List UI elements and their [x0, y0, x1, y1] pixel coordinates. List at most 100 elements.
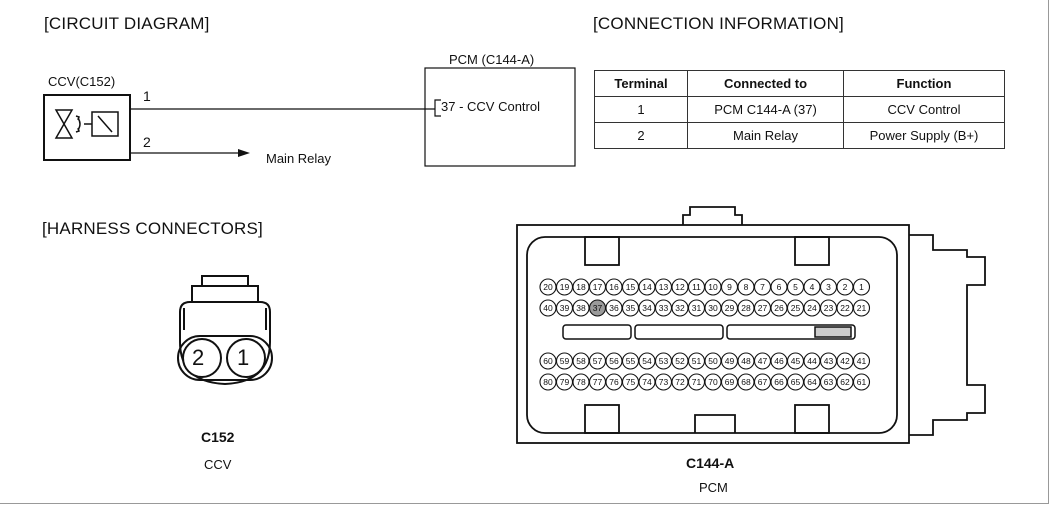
c144a-pin-label: 60	[543, 356, 553, 366]
table-cell: PCM C144-A (37)	[687, 96, 844, 123]
pcm-terminal-bracket	[434, 99, 441, 117]
c144a-pin	[852, 278, 871, 296]
c144a-pin-label: 6	[777, 282, 782, 292]
c144a-pin-label: 38	[576, 303, 586, 313]
c144a-pin-label: 47	[758, 356, 768, 366]
c144a-center-slots	[562, 324, 856, 340]
c152-desc: CCV	[204, 457, 232, 472]
c144a-desc: PCM	[699, 480, 728, 495]
c144a-pin-label: 63	[824, 377, 834, 387]
c144a-pin	[852, 352, 871, 370]
c144a-pin-label: 40	[543, 303, 553, 313]
c144a-pin-label: 69	[725, 377, 735, 387]
c144a-pin-label: 68	[741, 377, 751, 387]
c144a-pin-label: 74	[642, 377, 652, 387]
c144a-pin-label: 4	[810, 282, 815, 292]
c144a-pin-label: 34	[642, 303, 652, 313]
c144a-pin-label: 1	[859, 282, 864, 292]
c144a-pin-label: 39	[560, 303, 570, 313]
pcm-label: PCM (C144-A)	[449, 52, 535, 67]
c144a-pin-label: 78	[576, 377, 586, 387]
c144a-pin-label: 26	[774, 303, 784, 313]
c144a-pin-label: 54	[642, 356, 652, 366]
c144a-pin	[852, 299, 871, 317]
c144a-pin-label: 50	[708, 356, 718, 366]
c144a-pin-label: 18	[576, 282, 586, 292]
ccv-label: CCV(C152)	[48, 74, 116, 89]
c152-name: C152	[201, 429, 235, 445]
c144a-pin-label: 52	[675, 356, 685, 366]
c144a-pin-label: 79	[560, 377, 570, 387]
c144a-pin-label: 43	[824, 356, 834, 366]
table-cell: 1	[594, 96, 688, 123]
c144a-pin-label: 80	[543, 377, 553, 387]
c144a-pin-label: 10	[708, 282, 718, 292]
c144a-pin-label: 27	[758, 303, 768, 313]
c144a-pin	[852, 373, 871, 391]
c144a-pin-label: 31	[692, 303, 702, 313]
c144a-pin-label: 65	[791, 377, 801, 387]
c144a-pin-label: 9	[727, 282, 732, 292]
c144a-pin-label: 77	[593, 377, 603, 387]
c144a-pin-label: 53	[659, 356, 669, 366]
c144a-pin-label: 42	[840, 356, 850, 366]
c144a-pin-label: 5	[793, 282, 798, 292]
c144a-pin-label: 70	[708, 377, 718, 387]
c144a-pin-label: 22	[840, 303, 850, 313]
c144a-pin-label: 67	[758, 377, 768, 387]
c144a-pin-label: 20	[543, 282, 553, 292]
pin1-label: 1	[143, 88, 151, 104]
c144a-pin-label: 29	[725, 303, 735, 313]
header-connected-to: Connected to	[687, 70, 844, 97]
table-header-row: Terminal Connected to Function	[594, 70, 1005, 97]
table-cell: Main Relay	[687, 122, 844, 149]
c152-pin-2-label: 2	[192, 345, 205, 370]
c144a-pin-label: 45	[791, 356, 801, 366]
c144a-pin-label: 30	[708, 303, 718, 313]
c144a-pin-label: 66	[774, 377, 784, 387]
c144a-pin-label: 7	[760, 282, 765, 292]
c144a-pin-label: 16	[609, 282, 619, 292]
c144a-pin-label: 23	[824, 303, 834, 313]
main-relay-label: Main Relay	[266, 151, 332, 166]
c144a-pin-label: 25	[791, 303, 801, 313]
table-row: 1 PCM C144-A (37) CCV Control	[594, 96, 1005, 123]
c144a-pin-label: 51	[692, 356, 702, 366]
c144a-pin-label: 35	[626, 303, 636, 313]
c144a-pin-label: 57	[593, 356, 603, 366]
connection-information-title: [CONNECTION INFORMATION]	[593, 14, 844, 33]
c144a-pin-label: 14	[642, 282, 652, 292]
c144a-pin-label: 12	[675, 282, 685, 292]
c144a-pin-label: 59	[560, 356, 570, 366]
c144a-pin-label: 41	[857, 356, 867, 366]
table-cell: 2	[594, 122, 688, 149]
c144a-pin-label: 37	[593, 303, 603, 313]
pin37-label: 37 - CCV Control	[441, 99, 540, 114]
c144a-pin-label: 73	[659, 377, 669, 387]
circuit-diagram-title: [CIRCUIT DIAGRAM]	[44, 14, 210, 33]
c144a-pin-label: 19	[560, 282, 570, 292]
c144a-name: C144-A	[686, 455, 735, 471]
c144a-pin-label: 3	[826, 282, 831, 292]
table-row: 2 Main Relay Power Supply (B+)	[594, 122, 1005, 149]
c144a-pin-label: 33	[659, 303, 669, 313]
c144a-pin-label: 2	[843, 282, 848, 292]
c144a-pin-label: 44	[807, 356, 817, 366]
c144a-pin-label: 61	[857, 377, 867, 387]
c144a-pin-label: 55	[626, 356, 636, 366]
c144a-pin-label: 21	[857, 303, 867, 313]
c144a-pin-label: 17	[593, 282, 603, 292]
c152-pin-2	[182, 338, 222, 378]
c144a-pin-label: 71	[692, 377, 702, 387]
c144a-pin-label: 62	[840, 377, 850, 387]
c144a-pin-label: 28	[741, 303, 751, 313]
header-function: Function	[843, 70, 1005, 97]
table-cell: CCV Control	[843, 96, 1005, 123]
harness-connectors-title: [HARNESS CONNECTORS]	[42, 219, 263, 238]
valve-symbol	[54, 109, 119, 139]
ccv-box	[43, 94, 131, 161]
